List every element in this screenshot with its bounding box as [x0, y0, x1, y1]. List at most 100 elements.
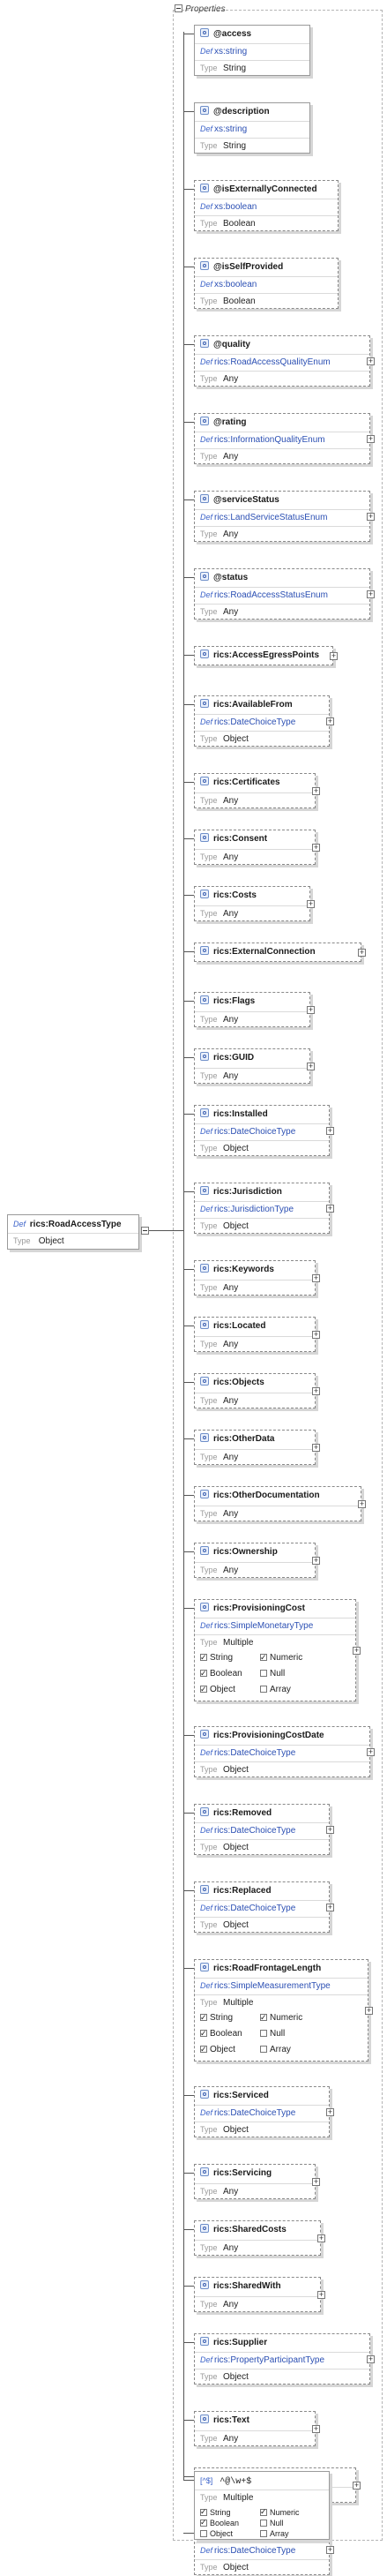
expand-icon[interactable]: +	[326, 717, 334, 725]
expand-icon[interactable]: +	[367, 512, 375, 521]
root-node[interactable]: Def rics:RoadAccessType Type Object	[7, 1214, 139, 1250]
expand-icon[interactable]: +	[367, 1747, 375, 1756]
expand-icon[interactable]: +	[330, 651, 338, 660]
expand-icon[interactable]: +	[353, 1646, 361, 1655]
property-connector	[183, 577, 194, 578]
pattern-property-node[interactable]: [^$]^@\w+$TypeMultipleStringNumericBoole…	[194, 2471, 330, 2540]
expand-icon[interactable]: +	[312, 1330, 320, 1339]
expand-icon[interactable]: +	[312, 1386, 320, 1395]
expand-icon[interactable]: +	[367, 2354, 375, 2363]
property-node[interactable]: rics:AccessEgressPoints	[194, 646, 333, 665]
expand-icon[interactable]: +	[326, 1825, 334, 1834]
definition-link[interactable]: rics:DateChoiceType	[214, 1826, 296, 1836]
expand-icon[interactable]: +	[326, 1903, 334, 1911]
expand-icon[interactable]: +	[358, 1499, 366, 1508]
definition-link[interactable]: rics:DateChoiceType	[214, 1748, 296, 1758]
property-name: rics:Costs	[213, 890, 257, 900]
expand-icon[interactable]: +	[367, 434, 375, 443]
expand-icon[interactable]: +	[326, 2107, 334, 2116]
expand-icon[interactable]: +	[326, 2545, 334, 2554]
definition-link[interactable]: rics:DateChoiceType	[214, 1127, 296, 1137]
definition-link[interactable]: rics:SimpleMonetaryType	[214, 1621, 314, 1631]
expand-icon[interactable]: +	[312, 843, 320, 852]
collapse-properties-icon[interactable]	[175, 4, 182, 12]
definition-link[interactable]: rics:InformationQualityEnum	[214, 435, 325, 445]
expand-icon[interactable]: +	[353, 2481, 361, 2490]
expand-icon[interactable]: +	[326, 1204, 334, 1213]
definition-link[interactable]: rics:SimpleMeasurementType	[214, 1981, 331, 1991]
definition-link[interactable]: rics:RoadAccessQualityEnum	[214, 357, 331, 367]
def-label: Def	[200, 2546, 213, 2555]
expand-icon[interactable]: +	[367, 590, 375, 598]
expand-icon[interactable]: +	[317, 2290, 325, 2299]
expand-icon[interactable]: +	[307, 899, 315, 908]
property-connector	[183, 422, 194, 423]
definition-link[interactable]: rics:LandServiceStatusEnum	[214, 513, 328, 522]
definition-link[interactable]: rics:PropertyParticipantType	[214, 2355, 325, 2365]
property-node[interactable]: rics:ExternalConnection	[194, 943, 361, 962]
expand-icon[interactable]: +	[307, 1062, 315, 1070]
expand-icon[interactable]: +	[312, 1443, 320, 1452]
expand-icon[interactable]: +	[312, 2424, 320, 2433]
definition-link[interactable]: rics:DateChoiceType	[214, 717, 296, 727]
property-name: rics:AvailableFrom	[213, 700, 293, 710]
expand-icon[interactable]: +	[365, 2006, 373, 2015]
property-connector	[183, 1057, 194, 1058]
element-icon	[200, 1885, 209, 1894]
definition-link[interactable]: xs:boolean	[214, 280, 257, 289]
definition-link[interactable]: rics:JurisdictionType	[214, 1205, 294, 1214]
property-connector	[183, 895, 194, 896]
expand-icon[interactable]: +	[312, 786, 320, 795]
expand-icon[interactable]: +	[312, 2177, 320, 2186]
definition-link[interactable]: rics:DateChoiceType	[214, 2108, 296, 2118]
expand-icon[interactable]: +	[326, 1126, 334, 1135]
expand-icon[interactable]: +	[367, 357, 375, 365]
definition-link[interactable]: xs:boolean	[214, 202, 257, 212]
expand-icon[interactable]: +	[307, 1005, 315, 1014]
definition-link[interactable]: rics:DateChoiceType	[214, 2546, 296, 2556]
expand-icon[interactable]: +	[358, 948, 366, 957]
definition-link[interactable]: rics:RoadAccessStatusEnum	[214, 590, 328, 600]
definition-link[interactable]: xs:string	[214, 124, 248, 134]
collapse-root-icon[interactable]	[141, 1227, 149, 1235]
definition-link[interactable]: rics:DateChoiceType	[214, 1904, 296, 1913]
expand-icon[interactable]: +	[317, 2234, 325, 2242]
property-name: rics:SharedWith	[213, 2281, 281, 2291]
expand-icon[interactable]: +	[312, 1556, 320, 1565]
expand-icon[interactable]: +	[312, 1273, 320, 1282]
definition-link[interactable]: xs:string	[214, 47, 248, 56]
